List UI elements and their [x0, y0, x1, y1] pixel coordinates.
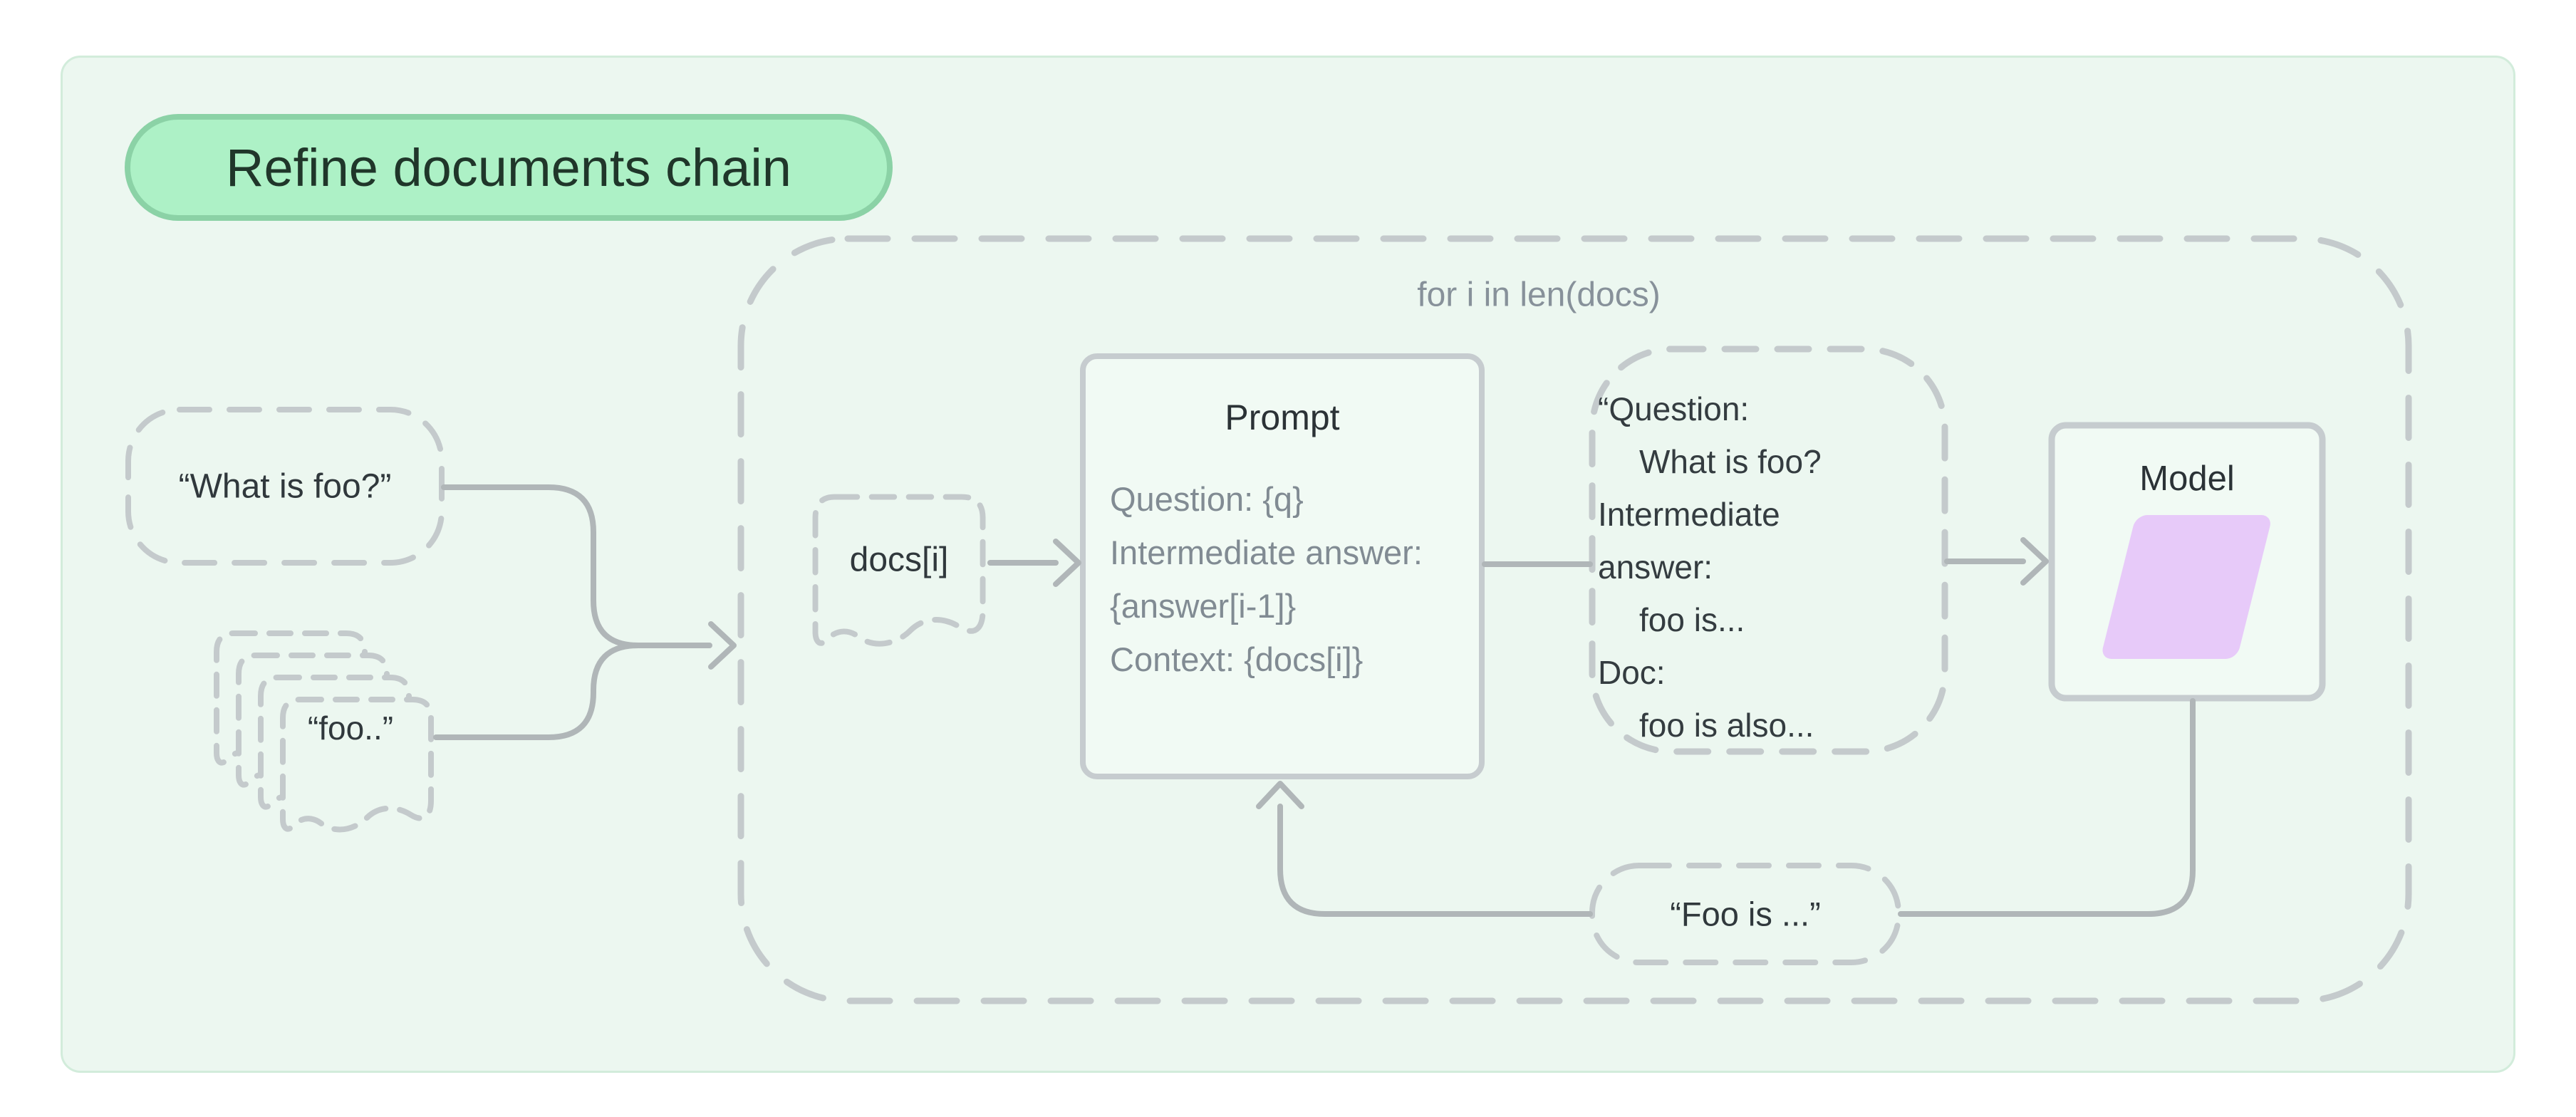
question-label: “What is foo?”	[178, 467, 392, 506]
prompt-line: Context: {docs[i]}	[1110, 640, 1364, 678]
bubble-line: Doc:	[1598, 654, 1666, 691]
loop-box	[737, 235, 2412, 1004]
answer-label: “Foo is ...”	[1670, 895, 1821, 933]
prompt-box	[1080, 353, 1485, 779]
loop-label: for i in len(docs)	[1417, 276, 1661, 314]
intermediate-output-bubble	[1589, 346, 1948, 755]
bubble-line: foo is also...	[1639, 707, 1814, 744]
arrowhead-into-loop	[708, 621, 737, 670]
arrowhead-into-model	[2020, 537, 2049, 586]
model-label: Model	[2139, 459, 2235, 498]
bubble-line: answer:	[1598, 549, 1713, 586]
connector-model-to-answer	[1898, 698, 2196, 917]
prompt-title: Prompt	[1225, 398, 1340, 437]
doc-item-label: docs[i]	[849, 541, 949, 579]
prompt-body: Question: {q} Intermediate answer: {answ…	[1110, 472, 1423, 686]
prompt-line: Intermediate answer:	[1110, 534, 1423, 571]
bubble-line: Intermediate	[1598, 496, 1780, 533]
connector-question-to-loop	[441, 484, 712, 648]
title-badge: Refine documents chain	[125, 114, 893, 221]
arrowhead-into-prompt	[1053, 539, 1081, 587]
connector-answer-to-prompt	[1277, 804, 1593, 917]
title-badge-label: Refine documents chain	[226, 137, 791, 197]
arrowhead-up-into-prompt	[1256, 781, 1304, 809]
prompt-line: Question: {q}	[1110, 480, 1304, 518]
bubble-line: “Question:	[1598, 390, 1750, 427]
prompt-line: {answer[i-1]}	[1110, 587, 1297, 625]
bubble-line: foo is...	[1639, 601, 1745, 638]
connector-docs-to-loop	[433, 643, 641, 740]
bubble-line: What is foo?	[1639, 443, 1822, 480]
docs-stack-label: “foo..”	[307, 710, 394, 747]
intermediate-output-text: “Question: What is foo? Intermediate ans…	[1598, 383, 1822, 752]
